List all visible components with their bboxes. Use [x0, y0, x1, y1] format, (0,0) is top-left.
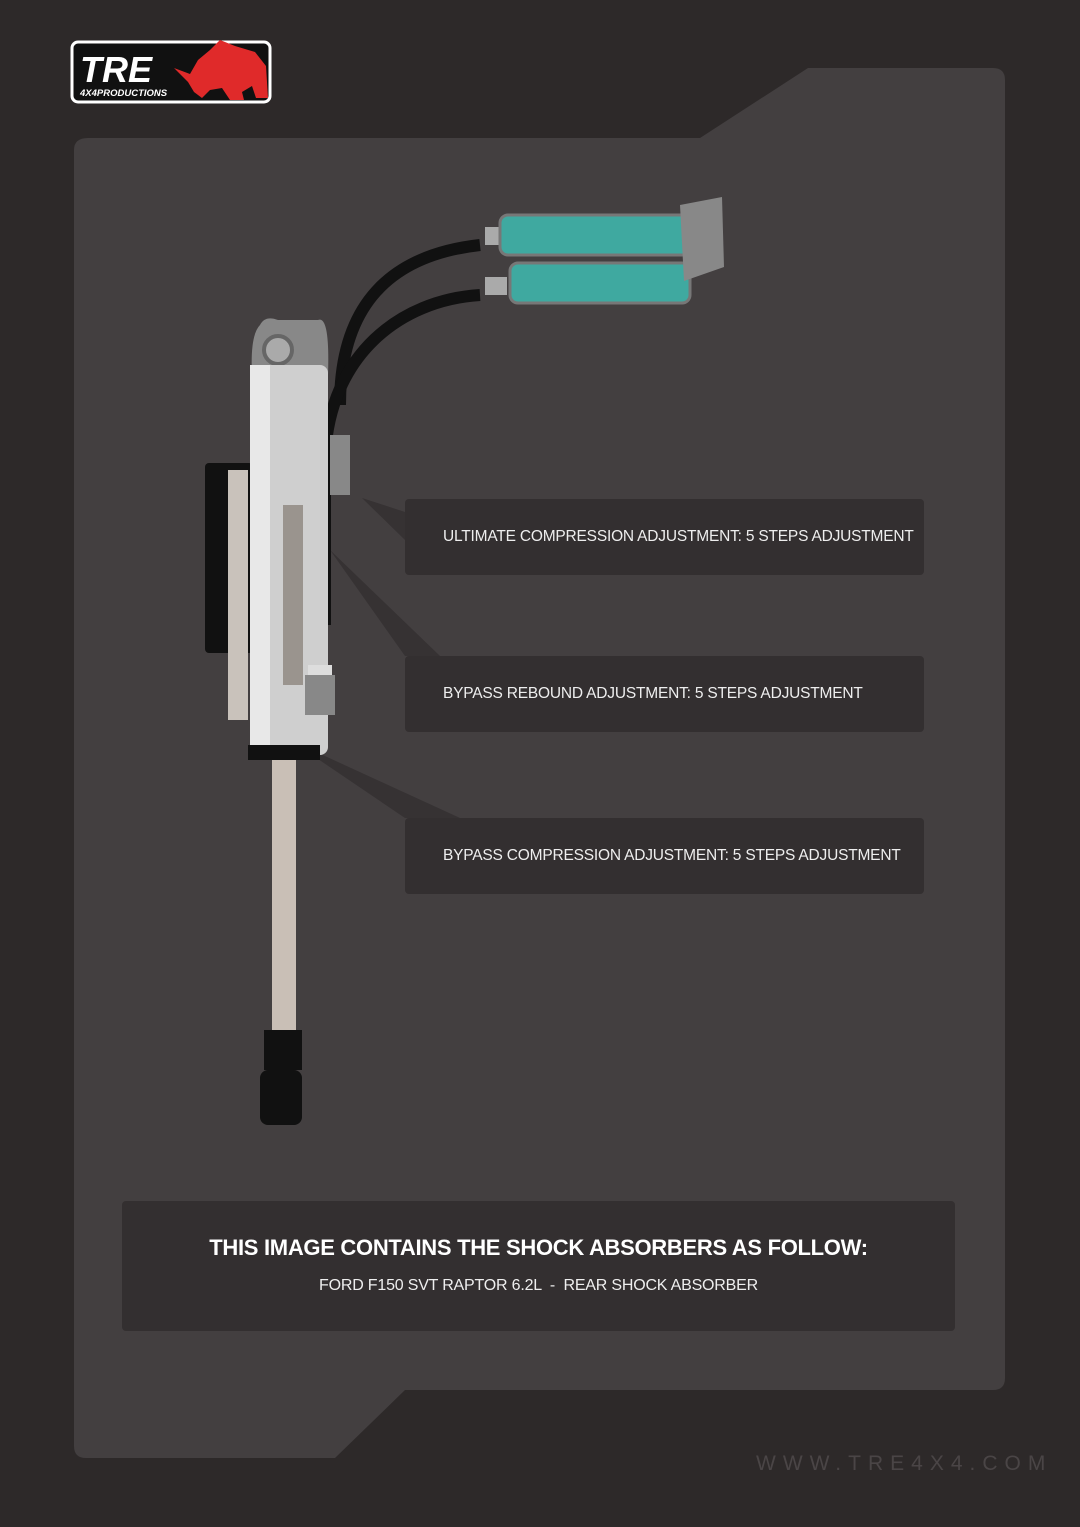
info-subtitle: FORD F150 SVT RAPTOR 6.2L - REAR SHOCK A…: [319, 1277, 758, 1294]
svg-text:TRE: TRE: [80, 49, 153, 90]
callout-pointer: [330, 550, 440, 656]
svg-text:4X4PRODUCTIONS: 4X4PRODUCTIONS: [79, 88, 168, 99]
reservoir: [485, 197, 724, 305]
callout-label: BYPASS COMPRESSION ADJUSTMENT: 5 STEPS A…: [443, 847, 901, 864]
website-link[interactable]: WWW.TRE4X4.COM: [756, 1452, 1053, 1475]
callout-label: BYPASS REBOUND ADJUSTMENT: 5 STEPS ADJUS…: [443, 685, 863, 702]
tre-logo[interactable]: TRE 4X4PRODUCTIONS: [70, 38, 272, 111]
callout-bypass-rebound: BYPASS REBOUND ADJUSTMENT: 5 STEPS ADJUS…: [405, 656, 924, 732]
callout-pointer: [290, 740, 460, 818]
callout-bypass-compression: BYPASS COMPRESSION ADJUSTMENT: 5 STEPS A…: [405, 818, 924, 894]
callout-ultimate-compression: ULTIMATE COMPRESSION ADJUSTMENT: 5 STEPS…: [405, 499, 924, 575]
callout-pointer: [362, 498, 405, 540]
shock-absorber-image: [205, 197, 724, 1125]
info-box: THIS IMAGE CONTAINS THE SHOCK ABSORBERS …: [122, 1201, 955, 1331]
info-title: THIS IMAGE CONTAINS THE SHOCK ABSORBERS …: [209, 1235, 868, 1260]
callout-label: ULTIMATE COMPRESSION ADJUSTMENT: 5 STEPS…: [443, 528, 914, 545]
